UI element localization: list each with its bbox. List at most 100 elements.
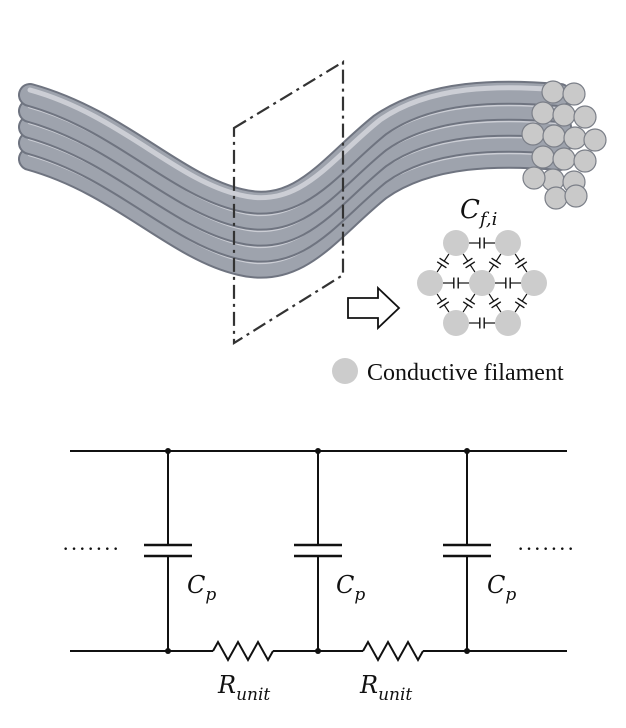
inset-filament bbox=[469, 270, 495, 296]
capacitor-label-2: Cp bbox=[336, 571, 365, 605]
capacitor-plate bbox=[491, 257, 502, 265]
inset-filament bbox=[417, 270, 443, 296]
ellipsis-right: ······· bbox=[517, 536, 575, 561]
inset-filament bbox=[521, 270, 547, 296]
capacitor-plate bbox=[436, 261, 447, 269]
inset-filament bbox=[443, 230, 469, 256]
capacitor-plate bbox=[462, 301, 473, 309]
inter-filament-capacitor bbox=[488, 253, 502, 273]
inter-filament-capacitor bbox=[443, 277, 469, 289]
bundle-end-face bbox=[521, 80, 607, 210]
series-resistor bbox=[212, 639, 274, 663]
inter-filament-capacitor bbox=[488, 293, 502, 313]
capacitor-lead bbox=[436, 293, 443, 302]
filament-strand bbox=[18, 80, 572, 215]
capacitor-lead bbox=[469, 264, 476, 273]
inter-filament-capacitor bbox=[436, 293, 450, 313]
junction-dot bbox=[464, 648, 470, 654]
end-face-filament bbox=[562, 82, 586, 106]
filament-highlight bbox=[27, 85, 563, 201]
filament-body bbox=[20, 98, 570, 229]
junction-dot bbox=[315, 448, 321, 454]
capacitor-plate bbox=[436, 297, 447, 305]
end-face-filament bbox=[542, 124, 566, 148]
end-face-filament bbox=[552, 147, 576, 171]
capacitor-plate bbox=[491, 301, 502, 309]
inter-filament-capacitor bbox=[462, 253, 476, 273]
cross-section-inset bbox=[417, 230, 547, 336]
inset-filament bbox=[495, 310, 521, 336]
capacitor-lead bbox=[495, 253, 502, 262]
inset-filament bbox=[443, 310, 469, 336]
inter-filament-capacitor bbox=[469, 237, 495, 249]
shunt-capacitor bbox=[443, 448, 491, 654]
capacitor-plate bbox=[517, 261, 528, 269]
hollow-arrow-icon bbox=[347, 285, 401, 331]
capacitor-lead bbox=[443, 253, 450, 262]
capacitor-lead bbox=[514, 304, 521, 313]
end-face-filament bbox=[564, 184, 588, 208]
legend-label: Conductive filament bbox=[367, 360, 564, 386]
shunt-capacitor bbox=[144, 448, 192, 654]
series-resistor bbox=[362, 639, 424, 663]
resistor-label-2: Runit bbox=[359, 671, 412, 705]
capacitor-lead bbox=[521, 293, 528, 302]
end-face-filament bbox=[521, 122, 545, 146]
junction-dot bbox=[165, 648, 171, 654]
capacitor-plate bbox=[514, 301, 525, 309]
end-face-filament bbox=[552, 103, 576, 127]
capacitor-lead bbox=[462, 253, 469, 262]
filament-body bbox=[20, 146, 570, 277]
capacitor-lead bbox=[488, 264, 495, 273]
end-face-filament bbox=[573, 149, 597, 173]
inter-filament-capacitor bbox=[495, 277, 521, 289]
filament-body bbox=[20, 82, 570, 213]
cross-section-plane bbox=[232, 60, 345, 345]
end-face-filament bbox=[583, 128, 607, 152]
capacitor-lead bbox=[488, 293, 495, 302]
capacitor-plate bbox=[514, 257, 525, 265]
inter-filament-capacitor bbox=[462, 293, 476, 313]
ellipsis-left: ······· bbox=[62, 536, 120, 561]
shunt-capacitor bbox=[294, 448, 342, 654]
end-face-filament bbox=[541, 80, 565, 104]
capacitor-plate bbox=[465, 297, 476, 305]
capacitor-plate bbox=[439, 301, 450, 309]
inset-filament bbox=[495, 230, 521, 256]
capacitor-lead bbox=[495, 304, 502, 313]
fiber-bundle bbox=[18, 80, 572, 279]
capacitor-label-1: Cp bbox=[187, 571, 216, 605]
inset-capacitance-label: Cf,i bbox=[460, 195, 497, 230]
legend-filament-dot bbox=[332, 358, 358, 384]
inter-filament-capacitor bbox=[469, 317, 495, 329]
filament-body bbox=[20, 114, 570, 245]
capacitor-label-3: Cp bbox=[487, 571, 516, 605]
inter-filament-capacitor bbox=[436, 253, 450, 273]
capacitor-lead bbox=[436, 264, 443, 273]
inter-filament-capacitor bbox=[514, 293, 528, 313]
capacitor-lead bbox=[469, 293, 476, 302]
capacitor-plate bbox=[517, 297, 528, 305]
capacitor-lead bbox=[514, 253, 521, 262]
inter-filament-capacitor bbox=[514, 253, 528, 273]
resistor-label-1: Runit bbox=[217, 671, 270, 705]
capacitor-lead bbox=[521, 264, 528, 273]
capacitor-plate bbox=[465, 261, 476, 269]
junction-dot bbox=[315, 648, 321, 654]
end-face-filament bbox=[544, 186, 568, 210]
filament-body bbox=[20, 130, 570, 261]
capacitor-plate bbox=[488, 261, 499, 269]
end-face-filament bbox=[522, 166, 546, 190]
end-face-filament bbox=[563, 126, 587, 150]
capacitor-lead bbox=[462, 304, 469, 313]
capacitor-plate bbox=[439, 257, 450, 265]
end-face-filament bbox=[573, 105, 597, 129]
capacitor-plate bbox=[462, 257, 473, 265]
capacitor-plate bbox=[488, 297, 499, 305]
junction-dot bbox=[165, 448, 171, 454]
circuit-diagram bbox=[70, 448, 567, 663]
junction-dot bbox=[464, 448, 470, 454]
capacitor-lead bbox=[443, 304, 450, 313]
end-face-filament bbox=[531, 145, 555, 169]
